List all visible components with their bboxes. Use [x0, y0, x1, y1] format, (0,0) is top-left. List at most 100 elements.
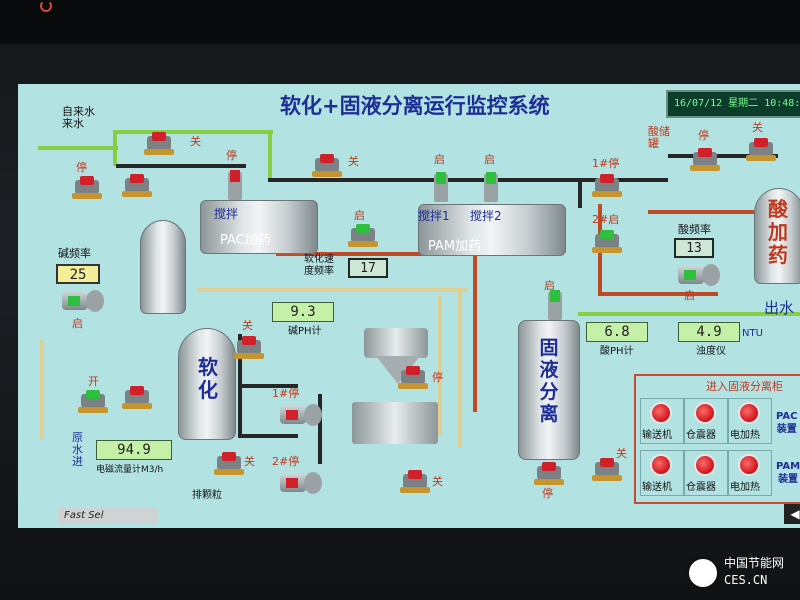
label-outlet: 出水	[764, 299, 795, 317]
state-sep-top-start: 启	[544, 279, 555, 292]
label-stir2: 搅拌2	[470, 209, 502, 223]
valve-hopper[interactable]	[398, 366, 428, 390]
btn-conveyor-2-label: 输送机	[642, 482, 672, 493]
acid-freq-value[interactable]: 13	[674, 238, 714, 258]
state-pac-outlet-close: 关	[348, 155, 359, 168]
stir-separator[interactable]	[548, 290, 562, 320]
btn-heater-1-label: 电加热	[730, 430, 760, 441]
state-pam1-start: 启	[434, 153, 445, 166]
pipe-black-p1	[238, 384, 298, 388]
valve-filter-bottom[interactable]	[400, 470, 430, 494]
flow-value[interactable]: 94.9	[96, 440, 172, 460]
alkali-ph-value[interactable]: 9.3	[272, 302, 334, 322]
btn-heater-2-label: 电加热	[730, 482, 760, 493]
btn-heater-2[interactable]	[738, 454, 760, 476]
label-softener-freq: 软化速 度频率	[304, 254, 334, 277]
valve-sep-side[interactable]	[592, 458, 622, 482]
watermark-site: CES.CN	[724, 573, 768, 587]
softener-freq-value[interactable]: 17	[348, 258, 388, 278]
label-flowmeter: 电磁流量计M3/h	[96, 465, 164, 475]
pipe-black-3	[578, 178, 582, 208]
valve-tapwater[interactable]	[144, 132, 174, 156]
state-alkali-start: 启	[72, 317, 83, 330]
state-sep-bottom-stop: 停	[542, 487, 553, 500]
panel-title[interactable]: 进入固液分离柜	[706, 380, 783, 393]
pipe-black-p2	[238, 434, 298, 438]
label-pam-device: PAM 装置	[776, 461, 800, 485]
valve-sep-bottom[interactable]	[534, 462, 564, 486]
power-icon[interactable]	[40, 0, 52, 12]
nav-back-icon[interactable]: ◀	[784, 504, 800, 524]
valve-acid-storage[interactable]	[690, 148, 720, 172]
valve-pac-outlet[interactable]	[312, 154, 342, 178]
tank-solid-liquid	[518, 320, 580, 460]
btn-heater-1[interactable]	[738, 402, 760, 424]
pipe-black-mid	[318, 394, 322, 464]
state-pump2-stop: 2#停	[272, 455, 300, 468]
label-acid-ph: 酸PH计	[600, 346, 634, 357]
tank-acid-dosing	[754, 188, 800, 284]
pipe-yellow-left	[40, 340, 44, 440]
hmi-screen: 软化+固液分离运行监控系统 16/07/12 星期二 10:48:1 自来水 来…	[18, 84, 800, 528]
tank-softener	[178, 328, 236, 440]
valve-acid-2[interactable]	[592, 230, 622, 254]
state-sep-side-close: 关	[616, 447, 627, 460]
label-acid-dosing: 酸 加 药	[768, 197, 788, 267]
label-turbidity: 浊度仪	[696, 346, 726, 357]
tank-pac	[200, 200, 318, 254]
pipe-black-1	[116, 164, 246, 168]
stir-pac[interactable]	[228, 170, 242, 200]
stir-pam-2[interactable]	[484, 172, 498, 202]
pump-2[interactable]	[280, 470, 322, 496]
valve-acid-1[interactable]	[592, 174, 622, 198]
acid-ph-value[interactable]: 6.8	[586, 322, 648, 342]
label-alkali-freq: 碱频率	[58, 247, 91, 260]
stir-pam-1[interactable]	[434, 172, 448, 202]
valve-left-2[interactable]	[122, 174, 152, 198]
btn-vibrator-1[interactable]	[694, 402, 716, 424]
state-acid-pump-start: 启	[684, 289, 695, 302]
valve-softener-bottom[interactable]	[214, 452, 244, 476]
pipe-yellow-1	[198, 288, 468, 292]
pipe-black-2	[268, 178, 668, 182]
pump-1[interactable]	[280, 402, 322, 428]
valve-softener-top[interactable]	[234, 336, 264, 360]
label-discharge: 排颗粒	[192, 490, 222, 501]
state-pump1-stop: 1#停	[272, 387, 300, 400]
valve-raw-2[interactable]	[122, 386, 152, 410]
cell-r2c2	[684, 450, 728, 496]
valve-raw-1[interactable]	[78, 390, 108, 414]
pipe-yellow-3	[438, 296, 442, 436]
page-title: 软化+固液分离运行监控系统	[280, 94, 550, 118]
label-pac-device: PAC 装置	[776, 411, 798, 435]
label-pam-dosing: PAM加药	[428, 239, 482, 254]
turbidity-value[interactable]: 4.9	[678, 322, 740, 342]
valve-soft-speed[interactable]	[348, 224, 378, 248]
pump-acid[interactable]	[678, 262, 720, 288]
state-pam2-start: 启	[484, 153, 495, 166]
label-ntu: NTU	[742, 328, 763, 339]
fast-select-button[interactable]: Fast Sel	[58, 508, 158, 524]
state-acid-pump1-stop: 1#停	[592, 157, 620, 170]
watermark-name: 中国节能网	[724, 556, 785, 570]
pipe-green-left	[38, 146, 118, 150]
label-alkali-ph: 碱PH计	[288, 326, 322, 337]
btn-vibrator-2[interactable]	[694, 454, 716, 476]
btn-conveyor-1[interactable]	[650, 402, 672, 424]
btn-vibrator-1-label: 仓震器	[686, 430, 716, 441]
valve-left[interactable]	[72, 176, 102, 200]
label-softener: 软 化	[198, 355, 218, 402]
alkali-freq-value[interactable]: 25	[56, 264, 100, 284]
cell-r1c1	[640, 398, 684, 444]
pipe-red-acid-top	[648, 210, 768, 214]
label-acid-freq: 酸频率	[678, 223, 711, 236]
pipe-red-2	[473, 252, 477, 412]
state-pac-stir-stop: 停	[226, 149, 237, 162]
state-left-stop: 停	[76, 161, 87, 174]
pump-alkali[interactable]	[62, 288, 104, 314]
valve-acid-top[interactable]	[746, 138, 776, 162]
label-stir-pac: 搅拌	[214, 207, 239, 221]
btn-conveyor-2[interactable]	[650, 454, 672, 476]
pipe-outlet	[578, 312, 800, 316]
state-hopper-stop: 停	[432, 371, 443, 384]
